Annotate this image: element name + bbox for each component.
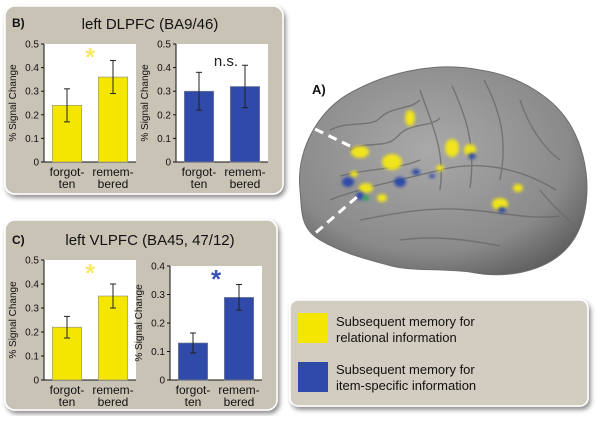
chart-vlpfc-relational: 0 0.1 0.2 0.3 0.4 0.5 % Signal Change forgot-te… [8,256,136,409]
x-tick-label: ten [59,177,76,191]
bar [97,295,129,381]
panel-b-letter: B) [12,16,25,30]
legend-item-line1: Subsequent memory for [336,362,475,377]
x-tick-label: bered [230,177,261,191]
x-tick-label: remem- [224,165,265,179]
x-tick-label: remem- [218,383,259,397]
significance-star: * [85,42,96,72]
y-tick-label: 0.3 [25,87,39,98]
y-tick-label: 0.5 [25,256,39,267]
y-tick-label: 0 [33,376,39,387]
x-tick-label: forgot- [182,165,217,179]
y-tick-label: 0.3 [157,87,171,98]
x-tick-label: forgot- [176,383,211,397]
y-tick-label: 0.1 [151,347,165,358]
leader-line-vlpfc [281,194,359,264]
bar [223,297,255,381]
y-axis-label: % Signal Change [140,64,151,142]
y-tick-label: 0.1 [25,134,39,145]
y-tick-label: 0.5 [157,40,171,51]
y-tick-label: 0.1 [157,134,171,145]
panel-c-letter: C) [12,233,25,247]
x-tick-label: forgot- [50,165,85,179]
y-tick-label: 0.4 [25,63,39,74]
brain-surface [299,66,588,276]
y-axis-label: % Signal Change [134,284,145,362]
y-tick-label: 0.2 [151,319,165,330]
y-tick-label: 0.2 [25,328,39,339]
legend-item-line2: item-specific information [336,378,476,393]
legend-box [289,299,589,407]
y-tick-label: 0.4 [157,63,171,74]
x-tick-label: ten [185,395,202,409]
legend-swatch-relational [298,313,328,343]
y-axis-label: % Signal Change [8,281,19,359]
panel-b-title: left DLPFC (BA9/46) [82,16,219,33]
chart-dlpfc-item: 0 0.1 0.2 0.3 0.4 0.5 % Signal Change forgot-te… [140,40,268,191]
significance-star: * [85,258,96,288]
legend-swatch-item [298,362,328,392]
y-tick-label: 0.3 [151,290,165,301]
y-tick-label: 0 [159,376,165,387]
bar [51,326,83,381]
x-tick-label: bered [224,395,255,409]
legend-relational-line2: relational information [336,330,457,345]
significance-star: * [211,264,222,294]
y-tick-label: 0.3 [25,304,39,315]
y-tick-label: 0 [165,158,171,169]
chart-vlpfc-item: 0 0.1 0.2 0.3 0.4 % Signal Change forgot-ten re… [134,262,262,409]
y-tick-label: 0.5 [25,40,39,51]
panel-c-title: left VLPFC (BA45, 47/12) [65,232,234,249]
y-tick-label: 0.4 [25,280,39,291]
y-tick-label: 0 [33,158,39,169]
brain-label: A) [312,82,326,97]
activation-yellow [350,110,523,210]
x-tick-label: forgot- [50,383,85,397]
legend-relational-line1: Subsequent memory for [336,314,475,329]
activation-overlap [363,195,369,201]
activation-blue [342,153,506,213]
significance-label: n.s. [214,53,238,70]
y-tick-label: 0.2 [157,110,171,121]
x-tick-label: ten [59,395,76,409]
x-tick-label: bered [98,395,129,409]
x-tick-label: remem- [92,165,133,179]
y-axis-label: % Signal Change [8,64,19,142]
y-tick-label: 0.4 [151,262,165,273]
x-tick-label: bered [98,177,129,191]
y-tick-label: 0.1 [25,352,39,363]
y-tick-label: 0.2 [25,110,39,121]
chart-dlpfc-relational: 0 0.1 0.2 0.3 0.4 0.5 % Signal Change forgot-te… [8,40,136,191]
leader-line-dlpfc [287,114,351,148]
x-tick-label: ten [191,177,208,191]
x-tick-label: remem- [92,383,133,397]
